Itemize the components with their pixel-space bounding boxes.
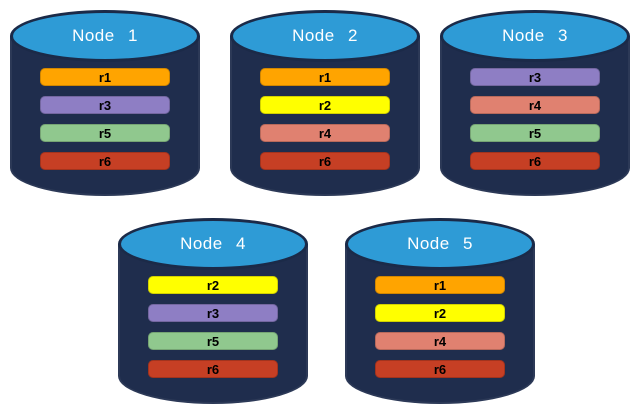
replica-label: r5 [206, 333, 220, 349]
replica-label: r1 [433, 277, 447, 293]
replica-label: r3 [528, 69, 542, 85]
replica-bar-r2: r2 [148, 276, 278, 294]
replica-label: r6 [206, 361, 220, 377]
replica-label: r3 [98, 97, 112, 113]
replica-label: r2 [318, 97, 332, 113]
replica-bar-r1: r1 [375, 276, 505, 294]
replica-label: r6 [528, 153, 542, 169]
cylinder-top: Node 2 [230, 10, 420, 62]
replica-bar-r4: r4 [375, 332, 505, 350]
replica-label: r5 [528, 125, 542, 141]
replica-label: r1 [318, 69, 332, 85]
replica-bar-r5: r5 [40, 124, 170, 142]
replica-label: r2 [433, 305, 447, 321]
db-node: Node 1 r1 r3 r5 r6 [10, 10, 200, 196]
cylinder-top: Node 1 [10, 10, 200, 62]
db-node: Node 4 r2 r3 r5 r6 [118, 218, 308, 404]
replica-bar-r3: r3 [470, 68, 600, 86]
cylinder-top: Node 5 [345, 218, 535, 270]
node-title: Node 5 [407, 234, 473, 253]
node-title: Node 4 [180, 234, 246, 253]
replica-bar-r5: r5 [148, 332, 278, 350]
replica-bar-r2: r2 [375, 304, 505, 322]
replica-label: r4 [528, 97, 542, 113]
node-title: Node 1 [72, 26, 138, 45]
replica-bar-r1: r1 [40, 68, 170, 86]
replica-bar-r1: r1 [260, 68, 390, 86]
replica-label: r5 [98, 125, 112, 141]
node-title: Node 3 [502, 26, 568, 45]
replica-label: r2 [206, 277, 220, 293]
replica-list: r3 r4 r5 r6 [470, 68, 600, 180]
replica-list: r2 r3 r5 r6 [148, 276, 278, 388]
replica-label: r3 [206, 305, 220, 321]
replica-label: r4 [433, 333, 447, 349]
replica-bar-r4: r4 [260, 124, 390, 142]
replica-list: r1 r2 r4 r6 [375, 276, 505, 388]
replica-list: r1 r3 r5 r6 [40, 68, 170, 180]
replica-list: r1 r2 r4 r6 [260, 68, 390, 180]
replica-label: r1 [98, 69, 112, 85]
replica-bar-r5: r5 [470, 124, 600, 142]
replica-label: r6 [98, 153, 112, 169]
replica-label: r4 [318, 125, 332, 141]
db-node: Node 3 r3 r4 r5 r6 [440, 10, 630, 196]
replica-bar-r6: r6 [375, 360, 505, 378]
cylinder-top: Node 4 [118, 218, 308, 270]
replica-bar-r6: r6 [148, 360, 278, 378]
replica-label: r6 [433, 361, 447, 377]
replica-bar-r6: r6 [260, 152, 390, 170]
db-node: Node 2 r1 r2 r4 r6 [230, 10, 420, 196]
replica-bar-r2: r2 [260, 96, 390, 114]
replica-label: r6 [318, 153, 332, 169]
db-node: Node 5 r1 r2 r4 r6 [345, 218, 535, 404]
replica-bar-r3: r3 [40, 96, 170, 114]
replica-bar-r4: r4 [470, 96, 600, 114]
node-title: Node 2 [292, 26, 358, 45]
replica-bar-r6: r6 [40, 152, 170, 170]
cylinder-top: Node 3 [440, 10, 630, 62]
replica-bar-r6: r6 [470, 152, 600, 170]
replica-bar-r3: r3 [148, 304, 278, 322]
